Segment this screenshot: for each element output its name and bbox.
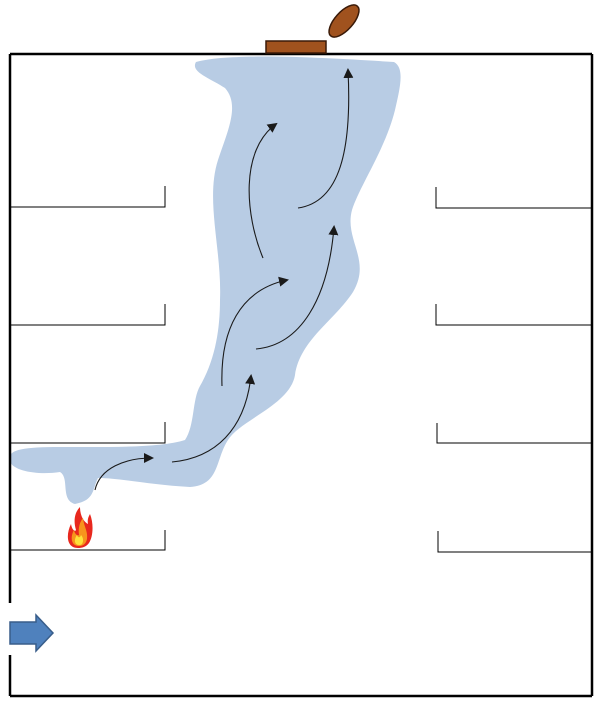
building-walls	[8, 52, 594, 698]
right-partition-1	[435, 187, 592, 209]
smoke-plume	[9, 56, 401, 504]
right-partition-2	[435, 304, 592, 326]
flow-arrow-3	[221, 276, 289, 387]
flow-arrow-5	[248, 122, 278, 259]
flow-arrow-4	[255, 225, 339, 350]
flow-arrow-6	[297, 68, 354, 209]
smoke-flow-arrows	[94, 68, 354, 491]
fire-icon	[67, 507, 93, 548]
right-partition-3	[436, 423, 592, 444]
left-partition-3	[10, 422, 166, 444]
left-partition-2	[10, 304, 166, 326]
right-compartments	[435, 187, 592, 553]
left-partition-4	[10, 530, 166, 551]
right-partition-4	[437, 531, 592, 553]
left-compartments	[10, 186, 166, 551]
left-partition-1	[10, 186, 166, 208]
roof-vent	[265, 40, 327, 54]
flow-arrow-2	[171, 374, 256, 463]
air-inlet-arrow	[9, 613, 55, 653]
flow-arrow-1	[94, 453, 154, 491]
vent-flap	[328, 4, 360, 38]
